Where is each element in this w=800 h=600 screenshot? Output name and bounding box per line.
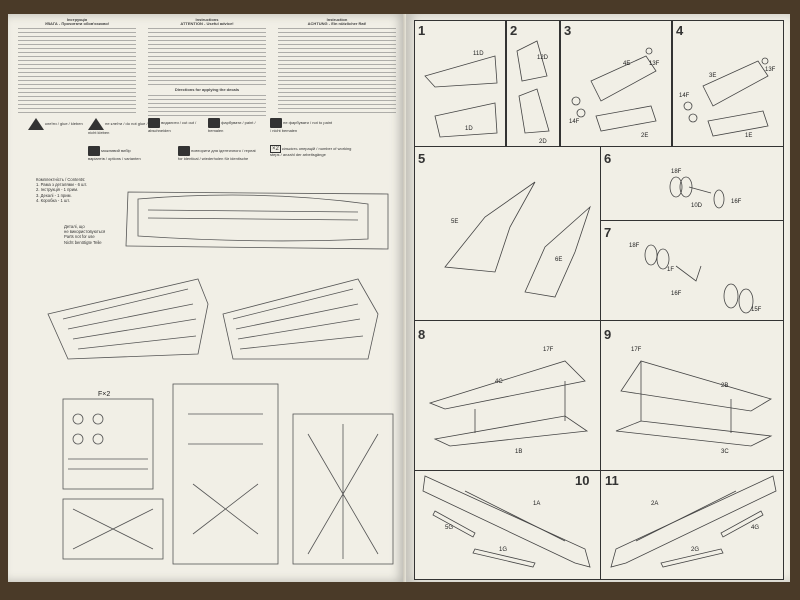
symbol-no-paint: не фарбувати / not to paint / nicht bema… <box>270 118 334 133</box>
column-body-text <box>148 94 266 117</box>
column-subtitle: ATTENTION - Useful advice! <box>180 21 234 27</box>
part-label: 5E <box>451 219 459 225</box>
parts-not-used-note: Деталі, що не використовуються Parts not… <box>64 224 106 245</box>
part-label: 1D <box>465 126 473 132</box>
x2-icon: ×2 <box>270 145 281 153</box>
column-title: Інструкція <box>66 18 88 22</box>
options-icon <box>88 146 100 156</box>
symbol-glue: клеїти / glue / kleben <box>28 118 88 130</box>
part-label: 17F <box>631 347 642 353</box>
glue-icon <box>28 118 44 130</box>
repeat-icon <box>178 146 190 156</box>
step-5-panel: 5 5E 6E <box>414 146 602 322</box>
step-number: 5 <box>418 151 426 166</box>
part-label: 3C <box>721 449 729 455</box>
part-label: 2E <box>641 133 649 139</box>
sprue-drawings <box>47 191 394 565</box>
step-6-panel: 6 18F 10D 16F <box>600 146 784 222</box>
parts-list-item: 4. Коробка - 1 шт. <box>36 197 70 203</box>
left-instruction-page: Інструкція УВАГА - Прочитати обов'язково… <box>8 14 406 582</box>
part-label: 1B <box>515 449 523 455</box>
step-number: 8 <box>418 327 426 342</box>
part-label: 18F <box>629 243 640 249</box>
column-title: Instructions <box>195 18 219 22</box>
part-label: 11D <box>473 51 484 57</box>
parts-list-item: 1. Рама з деталями - 6 шт. <box>36 182 88 188</box>
column-body-text <box>18 28 136 117</box>
column-subtitle: УВАГА - Прочитати обов'язково! <box>44 21 110 27</box>
part-label: 16F <box>731 199 742 205</box>
symbol-options: можливий вибір варіантів / options / var… <box>88 146 148 161</box>
part-label: 18F <box>671 169 682 175</box>
step-8-panel: 8 17F 4C 1B <box>414 320 602 472</box>
part-label: 14F <box>679 93 690 99</box>
step-number: 11 <box>605 473 619 488</box>
parts-list-heading: Комплектність / Contents: <box>36 177 86 182</box>
decals-heading: Directions for applying the decals <box>174 87 240 93</box>
part-label: 14F <box>569 119 580 125</box>
column-subtitle: ACHTUNG - Ein nützlicher Rat! <box>307 21 367 27</box>
column-body-text <box>148 28 266 89</box>
part-label: 1E <box>745 133 753 139</box>
step-11-panel: 11 2A 4G 2G <box>600 470 784 580</box>
part-label: 12D <box>537 55 549 61</box>
no-glue-icon <box>88 118 104 130</box>
step-2-panel: 2 12D 2D <box>506 20 560 148</box>
step-4-panel: 4 3E 13F 14F 1E <box>672 20 784 148</box>
symbol-cut: видалити / cut out / abschneiden <box>148 118 210 133</box>
step-number: 10 <box>575 473 590 488</box>
part-label: 4E <box>623 61 631 67</box>
column-title: Instruction <box>326 18 348 22</box>
parts-list: Комплектність / Contents: 1. Рама з дета… <box>36 177 87 203</box>
step-3-panel: 3 4E 13F 14F 2E <box>560 20 672 148</box>
part-label: 1A <box>533 501 541 507</box>
column-body-text <box>278 28 396 117</box>
step-number: 4 <box>676 23 684 38</box>
part-label: 4C <box>495 379 503 385</box>
instruction-column-english: Instructions ATTENTION - Useful advice! … <box>148 18 266 117</box>
paint-icon <box>208 118 220 128</box>
part-label: 2A <box>651 501 659 507</box>
step-1-panel: 1 11D 1D <box>414 20 506 148</box>
part-label: 5G <box>445 525 454 531</box>
symbol-paint: фарбувати / paint / bemalen <box>208 118 268 133</box>
instruction-column-ukrainian: Інструкція УВАГА - Прочитати обов'язково… <box>18 18 136 117</box>
sprue-f-label: F×2 <box>98 391 111 398</box>
step-number: 1 <box>418 23 426 38</box>
parts-list-item: 3. Декалі - 1 прим. <box>36 192 72 198</box>
part-label: 1G <box>499 547 508 553</box>
step-number: 2 <box>510 23 518 38</box>
part-label: 15F <box>751 307 762 313</box>
symbol-steps: ×2 кількість операцій / number of workin… <box>270 145 352 157</box>
step-number: 9 <box>604 327 612 342</box>
symbol-repeat: повторити для ідентичного / repeat for i… <box>178 146 258 161</box>
step-number: 7 <box>604 225 612 240</box>
part-label: 16F <box>671 291 682 297</box>
part-label: 13F <box>765 67 776 73</box>
part-label: 13F <box>649 61 660 67</box>
parts-list-item: 2. Інструкція - 1 прим. <box>36 187 79 193</box>
right-instruction-page: 1 11D 1D 2 12D 2D 3 4E 13F 14F 2E 4 3E 1… <box>406 14 790 582</box>
no-paint-icon <box>270 118 282 128</box>
part-label: 4G <box>751 525 760 531</box>
step-number: 6 <box>604 151 612 166</box>
part-label: 2B <box>721 383 729 389</box>
cut-icon <box>148 118 160 128</box>
step-7-panel: 7 18F 1F 16F 15F <box>600 220 784 322</box>
part-label: 3E <box>709 73 717 79</box>
part-label: 1F <box>667 267 675 273</box>
symbol-no-glue: не клеїти / do not glue / nicht kleben <box>88 118 148 135</box>
step-9-panel: 9 17F 2B 3C <box>600 320 784 472</box>
part-label: 10D <box>691 203 703 209</box>
step-10-panel: 10 1A 5G 1G <box>414 470 602 580</box>
part-label: 17F <box>543 347 554 353</box>
part-label: 2G <box>691 547 700 553</box>
step-number: 3 <box>564 23 572 38</box>
instruction-column-german: Instruction ACHTUNG - Ein nützlicher Rat… <box>278 18 396 117</box>
part-label: 6E <box>555 257 563 263</box>
part-label: 2D <box>539 139 547 145</box>
